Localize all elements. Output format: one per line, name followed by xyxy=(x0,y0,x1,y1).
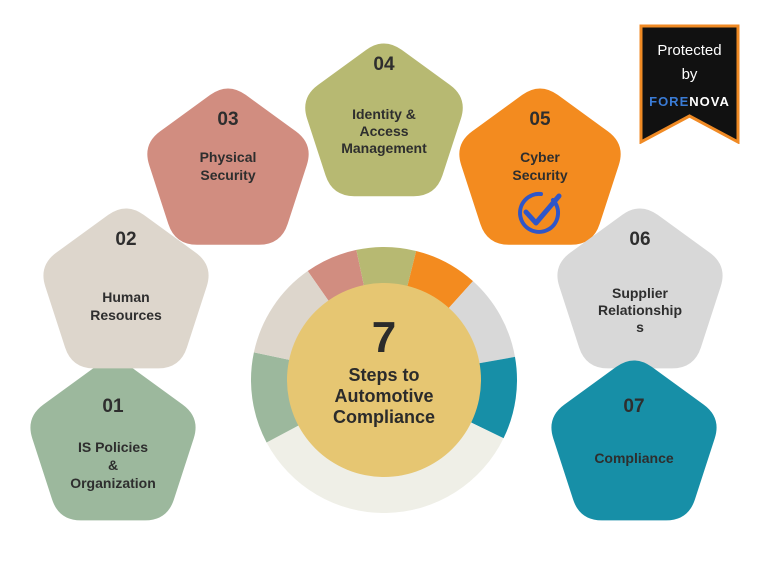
ring-segment-06 xyxy=(448,281,515,364)
step-04-number: 04 xyxy=(373,54,395,75)
step-01-label: IS Policies xyxy=(78,439,148,455)
badge-line-2: by xyxy=(681,66,698,83)
step-05-label: Cyber xyxy=(520,149,560,165)
center-line-2: Automotive xyxy=(335,386,434,406)
step-06-label: Supplier xyxy=(612,285,669,301)
center-line-3: Compliance xyxy=(333,407,435,427)
step-03-label: Physical xyxy=(200,149,257,165)
brand-part-2: NOVA xyxy=(689,94,730,109)
ring-segment-07 xyxy=(470,356,517,439)
step-06-number: 06 xyxy=(629,229,650,250)
step-04-label: Identity & xyxy=(352,106,416,122)
step-07-pentagon xyxy=(551,360,717,521)
badge-shape xyxy=(639,24,740,144)
step-06-label: Relationship xyxy=(598,302,682,318)
step-04-label: Access xyxy=(359,123,408,139)
step-01-pentagon xyxy=(30,360,196,521)
step-05-pentagon xyxy=(459,88,621,245)
center-circle xyxy=(287,283,481,477)
center-line-1: Steps to xyxy=(348,365,419,385)
check-circle-icon xyxy=(518,191,562,234)
check-mark xyxy=(523,193,562,226)
ring-segment-03 xyxy=(307,249,365,302)
brand-part-1: FORE xyxy=(649,94,690,109)
step-02-number: 02 xyxy=(115,229,136,250)
step-01-label: & xyxy=(108,457,118,473)
ring-segment-05 xyxy=(407,250,473,309)
badge-line-1: Protected xyxy=(657,42,722,59)
center-number: 7 xyxy=(372,313,396,362)
step-02-label: Resources xyxy=(90,307,162,323)
step-pentagons: 01 IS Policies & Organization 02HumanResourc… xyxy=(30,43,723,521)
ring-segment-02 xyxy=(253,271,329,361)
step-07-number: 07 xyxy=(623,396,644,417)
step-01: 01 IS Policies & Organization xyxy=(30,360,196,521)
step-05-label: Security xyxy=(512,167,567,183)
check-circle-ring xyxy=(518,191,561,234)
step-06-pentagon xyxy=(557,208,723,369)
step-01-number: 01 xyxy=(102,396,124,417)
step-01-label: Organization xyxy=(70,475,156,491)
step-04-pentagon xyxy=(305,43,463,197)
step-04-label: Management xyxy=(341,140,427,156)
badge-background xyxy=(639,24,740,144)
badge-brand: FORENOVA xyxy=(639,94,740,109)
step-03-number: 03 xyxy=(217,109,238,130)
step-06-label: s xyxy=(636,319,644,335)
step-03-pentagon xyxy=(147,88,309,245)
ring-segment-04 xyxy=(356,247,417,287)
ring-segment-bottom xyxy=(266,422,504,513)
protected-badge: Protected by FORENOVA xyxy=(639,24,740,144)
step-03-label: Security xyxy=(200,167,255,183)
step-05-number: 05 xyxy=(529,109,551,130)
step-02-pentagon xyxy=(43,208,209,369)
step-07-label: Compliance xyxy=(594,450,674,466)
step-02-label: Human xyxy=(102,289,149,305)
